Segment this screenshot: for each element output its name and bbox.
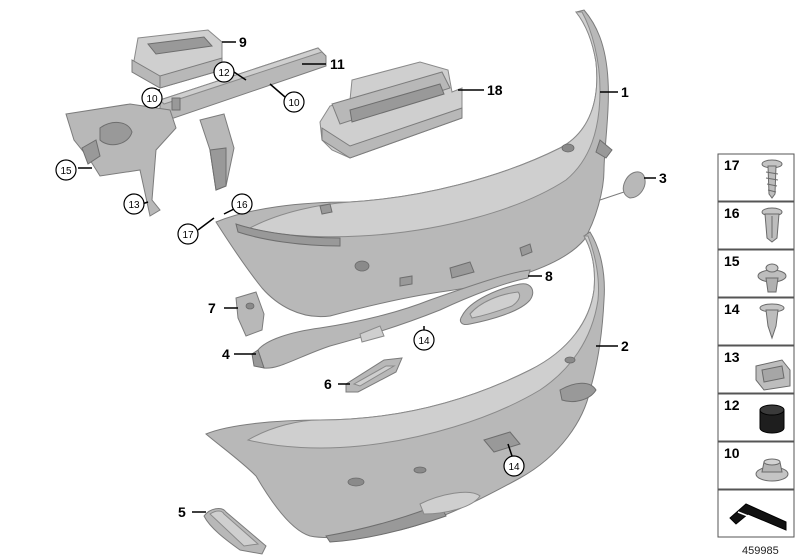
- callout-14-b: 14: [508, 462, 520, 473]
- callout-7: 7: [208, 300, 216, 316]
- callout-15: 15: [60, 166, 72, 177]
- legend-item-12: 12: [717, 393, 795, 442]
- callout-18: 18: [487, 82, 503, 98]
- callout-12: 12: [218, 68, 230, 79]
- reflector-trim-part: [459, 283, 534, 325]
- corner-trim-part: [203, 508, 267, 555]
- callout-4: 4: [222, 346, 230, 362]
- lower-panel-part: [251, 269, 531, 369]
- legend-item-14: 14: [717, 297, 795, 346]
- air-duct-part: [131, 29, 223, 89]
- callout-11: 11: [330, 56, 345, 72]
- deformation-element-part: [319, 61, 463, 159]
- callout-16: 16: [236, 200, 248, 211]
- svg-text:13: 13: [724, 349, 740, 365]
- nut-icon: [755, 458, 789, 482]
- document-number: 459985: [742, 545, 779, 557]
- rivet-icon: [759, 303, 785, 340]
- bracket-part: [235, 291, 265, 337]
- rubber-buffer-icon: [759, 404, 785, 434]
- legend-item-17: 17: [717, 153, 795, 202]
- legend-item-13: 13: [717, 345, 795, 394]
- expanding-rivet-icon: [761, 207, 783, 243]
- legend-item-15: 15: [717, 249, 795, 298]
- legend-item-symbol: [717, 489, 795, 538]
- callout-labels: 9 11 18 1 3 8 7 4 6 2 5: [178, 34, 667, 520]
- svg-text:17: 17: [724, 157, 740, 173]
- callout-2: 2: [621, 338, 629, 354]
- svg-text:12: 12: [724, 397, 740, 413]
- symbol-arrow-icon: [729, 503, 787, 531]
- legend-item-16: 16: [717, 201, 795, 250]
- svg-text:14: 14: [724, 301, 740, 317]
- callout-8: 8: [545, 268, 553, 284]
- callout-1: 1: [621, 84, 629, 100]
- callout-3: 3: [659, 170, 667, 186]
- callout-5: 5: [178, 504, 186, 520]
- callout-6: 6: [324, 376, 332, 392]
- circled-callouts: 10 12 10 15 13 16 17 14 14: [55, 61, 525, 477]
- push-clip-icon: [757, 263, 787, 293]
- svg-text:15: 15: [724, 253, 740, 269]
- callout-10-b: 10: [288, 98, 300, 109]
- legend-item-10: 10: [717, 441, 795, 490]
- fastener-legend: 17 16 15: [717, 153, 795, 538]
- callout-9: 9: [239, 34, 247, 50]
- clip-nut-icon: [755, 359, 791, 391]
- bumper-trim-panel-part: [215, 9, 613, 318]
- callout-17: 17: [182, 230, 194, 241]
- cover-cap-part: [599, 171, 646, 201]
- callout-14-a: 14: [418, 336, 430, 347]
- svg-text:16: 16: [724, 205, 740, 221]
- trim-strip-part: [345, 357, 403, 393]
- svg-text:10: 10: [724, 445, 740, 461]
- callout-13: 13: [128, 200, 140, 211]
- screw-icon: [761, 159, 783, 199]
- callout-10-a: 10: [146, 94, 158, 105]
